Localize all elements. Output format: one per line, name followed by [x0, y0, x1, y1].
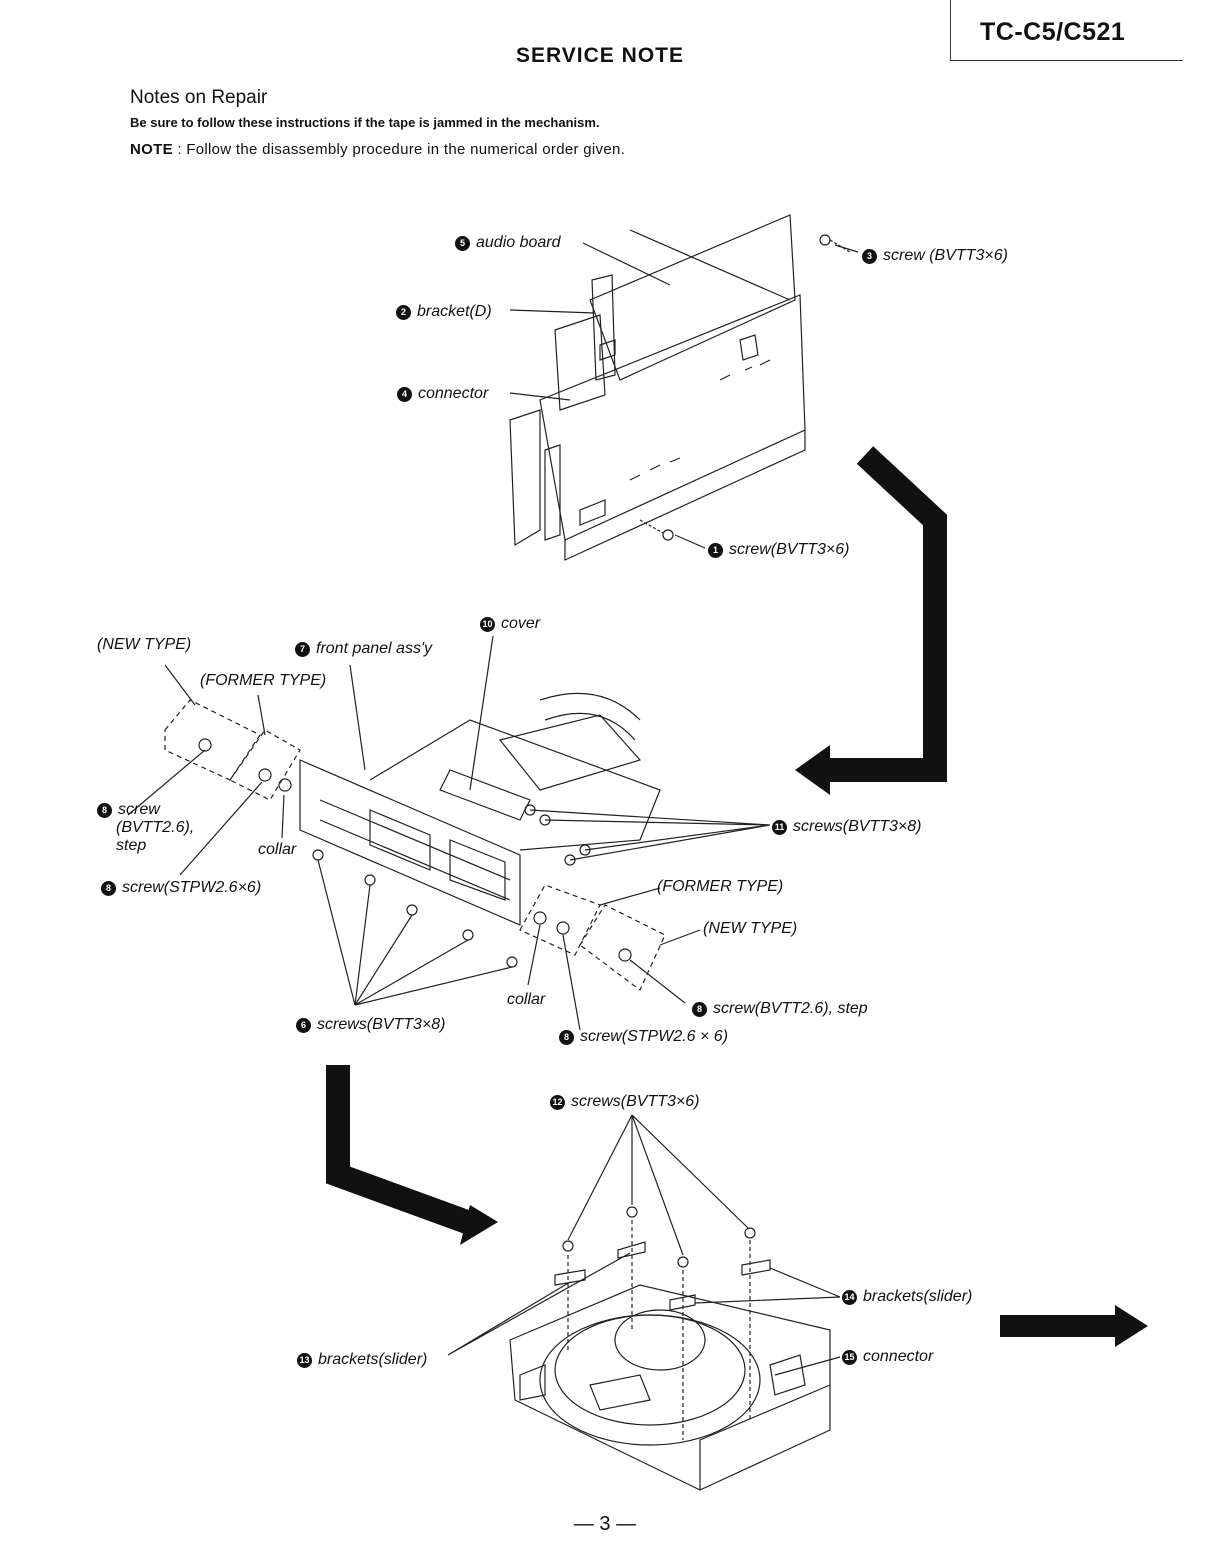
step2-drawing	[127, 635, 771, 1031]
page-title: SERVICE NOTE	[516, 44, 684, 67]
flow-arrow-2	[326, 1065, 480, 1237]
label-screw-left-step: step	[116, 837, 147, 854]
label-collar-right: collar	[507, 991, 546, 1008]
note-body: : Follow the disassembly procedure in th…	[172, 141, 626, 158]
model-number: TC-C5/C521	[980, 18, 1126, 46]
flow-arrow-1	[820, 446, 947, 782]
flow-arrow-3	[1000, 1315, 1120, 1337]
note-label: NOTE	[130, 141, 173, 158]
step1-drawing	[509, 214, 859, 561]
note-text: NOTE : Follow the disassembly procedure …	[130, 141, 625, 158]
label-former-type-left: (FORMER TYPE)	[200, 672, 327, 689]
warning-text: Be sure to follow these instructions if …	[130, 115, 600, 130]
model-box	[950, 0, 1183, 61]
label-collar-left: collar	[258, 841, 297, 858]
page-number: — 3 —	[573, 1513, 637, 1535]
section-heading: Notes on Repair	[130, 87, 268, 108]
label-former-type-right: (FORMER TYPE)	[657, 878, 784, 895]
step3-drawing	[447, 1114, 841, 1491]
label-new-type-left: (NEW TYPE)	[97, 636, 192, 653]
label-new-type-right: (NEW TYPE)	[703, 920, 798, 937]
label-screw-left-spec: (BVTT2.6),	[116, 819, 195, 836]
